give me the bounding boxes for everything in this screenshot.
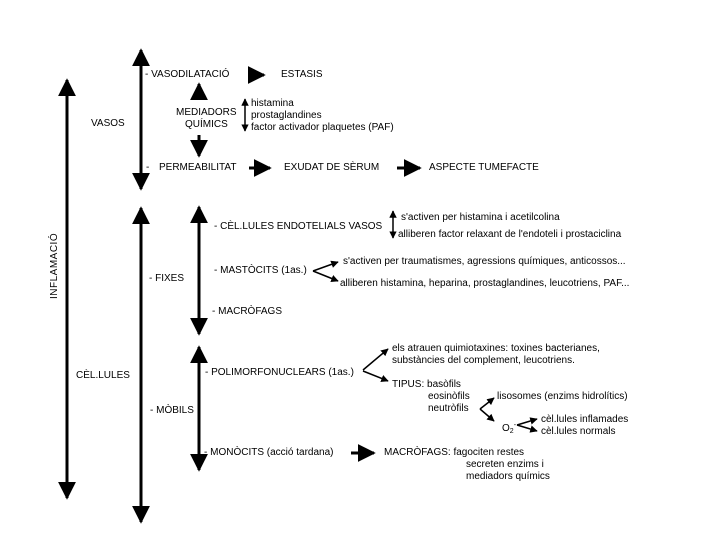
mediadors-item: prostaglandines bbox=[251, 110, 322, 121]
o2-down-arrow bbox=[516, 424, 538, 433]
mobils-label: - MÒBILS bbox=[150, 405, 194, 416]
mediadors-label-line2: QUÍMICS bbox=[185, 119, 228, 130]
endotelials-label: - CÈL.LULES ENDOTELIALS VASOS bbox=[214, 221, 383, 232]
neutrofils-up-arrow bbox=[479, 397, 495, 410]
quimiotaxines-text: els atrauen quimiotaxines: toxines bacte… bbox=[392, 343, 600, 354]
neutrofils-down-arrow bbox=[479, 408, 495, 422]
estasis-label: ESTASIS bbox=[281, 69, 323, 80]
exudat-label: EXUDAT DE SÈRUM bbox=[284, 162, 380, 173]
endotelials-note: alliberen factor relaxant de l'endoteli … bbox=[398, 229, 622, 240]
mediadors-item: factor activador plaquetes (PAF) bbox=[251, 122, 394, 133]
permeabilitat-label: PERMEABILITAT bbox=[159, 162, 237, 173]
o2-target: cèl.lules normals bbox=[541, 426, 616, 437]
macrofags-mobils-text: mediadors químics bbox=[466, 471, 550, 482]
o2-up-arrow bbox=[516, 417, 538, 426]
macrofags-fixes-label: - MACRÒFAGS bbox=[212, 306, 283, 317]
tipus-neutrofils: neutròfils bbox=[428, 403, 469, 414]
polimorfo-down-arrow bbox=[362, 370, 389, 382]
tipus-basofils: TIPUS: basòfils bbox=[392, 379, 461, 390]
endotelials-note: s'activen per histamina i acetilcolina bbox=[401, 212, 560, 223]
tipus-eosinofils: eosinòfils bbox=[428, 391, 470, 402]
mastocits-note: s'activen per traumatismes, agressions q… bbox=[343, 256, 626, 267]
mastocits-label: - MASTÒCITS (1as.) bbox=[214, 265, 307, 276]
cellules-label: CÈL.LULES bbox=[76, 370, 130, 381]
lisosomes-label: lisosomes (enzims hidrolítics) bbox=[497, 391, 628, 402]
mastocits-up-arrow bbox=[312, 260, 339, 272]
inflamacio-label: INFLAMACIÓ bbox=[49, 232, 60, 299]
mediadors-item: histamina bbox=[251, 98, 294, 109]
quimiotaxines-text: substàncies del complement, leucotriens. bbox=[392, 355, 575, 366]
vasodilatacio-label: - VASODILATACIÓ bbox=[145, 69, 230, 80]
polimorfo-label: - POLIMORFONUCLEARS (1as.) bbox=[205, 367, 354, 378]
o2-target: cèl.lules inflamades bbox=[541, 414, 629, 425]
vasos-label: VASOS bbox=[91, 118, 125, 129]
permeabilitat-dash: - bbox=[146, 162, 150, 173]
o2-label: O2- bbox=[502, 422, 517, 435]
fixes-label: - FIXES bbox=[149, 273, 185, 284]
macrofags-mobils-text: secreten enzims i bbox=[466, 459, 544, 470]
macrofags-mobils-text: MACRÒFAGS: fagociten restes bbox=[384, 447, 525, 458]
polimorfo-up-arrow bbox=[362, 348, 389, 371]
monocits-label: - MONÒCITS (acció tardana) bbox=[204, 447, 334, 458]
mastocits-note: alliberen histamina, heparina, prostagla… bbox=[340, 278, 630, 289]
mastocits-down-arrow bbox=[312, 270, 339, 282]
mediadors-label-line1: MEDIADORS bbox=[176, 107, 237, 118]
aspecte-label: ASPECTE TUMEFACTE bbox=[429, 162, 539, 173]
